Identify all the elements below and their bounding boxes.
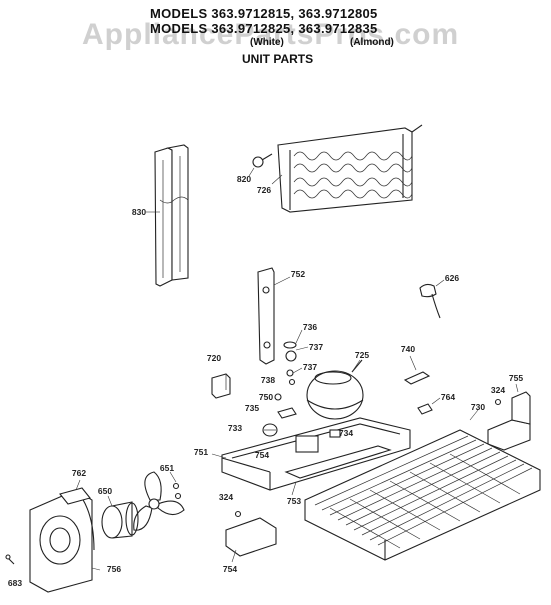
- label-740[interactable]: 740: [400, 344, 416, 354]
- label-733[interactable]: 733: [227, 423, 243, 433]
- part-720-relay: [211, 373, 231, 399]
- label-754-b[interactable]: 754: [222, 564, 238, 574]
- part-737-738-clip: [286, 367, 303, 386]
- label-830[interactable]: 830: [131, 207, 147, 217]
- models-title-line-1: MODELS 363.9712815, 363.9712805: [150, 6, 378, 21]
- part-820-fitting: [248, 153, 273, 177]
- label-754-a[interactable]: 754: [254, 450, 270, 460]
- part-683-screw: [5, 554, 15, 565]
- label-324-b[interactable]: 324: [218, 492, 234, 502]
- part-735-bracket: [277, 407, 297, 419]
- label-725[interactable]: 725: [354, 350, 370, 360]
- part-650-fan-motor: [101, 495, 139, 539]
- almond-label: (Almond): [350, 37, 394, 48]
- label-737-b[interactable]: 737: [302, 362, 318, 372]
- label-738[interactable]: 738: [260, 375, 276, 385]
- models-title-line-2: MODELS 363.9712825, 363.9712835: [150, 21, 378, 36]
- label-730[interactable]: 730: [470, 402, 486, 412]
- part-736-737-grommet: [283, 329, 309, 362]
- part-626-thermostat: [419, 279, 445, 319]
- part-756-fan-shroud: [29, 489, 101, 593]
- label-736[interactable]: 736: [302, 322, 318, 332]
- label-735[interactable]: 735: [244, 403, 260, 413]
- label-324-a[interactable]: 324: [490, 385, 506, 395]
- label-755[interactable]: 755: [508, 373, 524, 383]
- label-734[interactable]: 734: [338, 428, 354, 438]
- part-754-bracket: [225, 517, 277, 563]
- label-820[interactable]: 820: [236, 174, 252, 184]
- part-730-condenser: [304, 409, 541, 561]
- part-830-channel: [146, 144, 189, 287]
- label-683[interactable]: 683: [7, 578, 23, 588]
- unit-parts-heading: UNIT PARTS: [242, 52, 314, 66]
- label-752[interactable]: 752: [290, 269, 306, 279]
- part-324-screw-a: [494, 398, 502, 406]
- part-740-clip: [403, 355, 431, 385]
- part-726-coil: [271, 124, 423, 213]
- label-737[interactable]: 737: [308, 342, 324, 352]
- part-753-tray: [284, 445, 392, 496]
- part-651-fan-blade: [133, 471, 185, 531]
- part-750-screw: [274, 393, 282, 401]
- part-733-capacitor: [262, 423, 278, 437]
- label-720[interactable]: 720: [206, 353, 222, 363]
- label-726[interactable]: 726: [256, 185, 272, 195]
- label-756[interactable]: 756: [106, 564, 122, 574]
- part-725-compressor: [306, 359, 364, 420]
- part-764-clip: [417, 397, 441, 415]
- part-324-screw-b: [234, 510, 242, 518]
- part-762-bracket: [59, 479, 91, 505]
- label-651[interactable]: 651: [159, 463, 175, 473]
- label-753[interactable]: 753: [286, 496, 302, 506]
- part-755-bracket: [487, 383, 531, 451]
- white-label: (White): [250, 37, 284, 48]
- label-650[interactable]: 650: [97, 486, 113, 496]
- watermark: AppliancePartsPros.com: [82, 18, 460, 51]
- part-752-bracket: [257, 267, 291, 365]
- part-751-base-pan: [211, 417, 411, 491]
- label-750[interactable]: 750: [258, 392, 274, 402]
- part-734-connector: [329, 429, 341, 438]
- label-762[interactable]: 762: [71, 468, 87, 478]
- label-626[interactable]: 626: [444, 273, 460, 283]
- label-764[interactable]: 764: [440, 392, 456, 402]
- label-751[interactable]: 751: [193, 447, 209, 457]
